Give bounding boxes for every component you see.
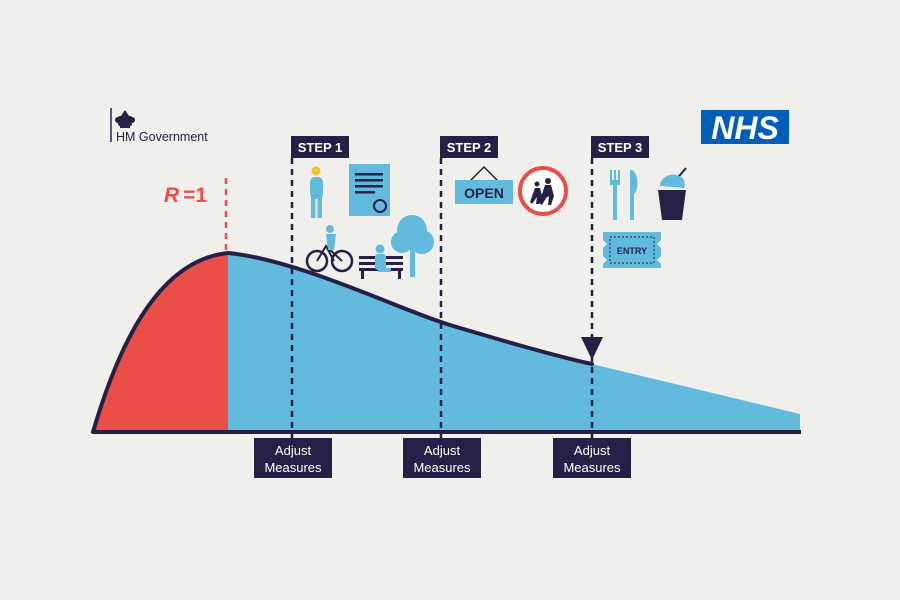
adjust-measures-2: Adjust Measures bbox=[403, 438, 481, 478]
svg-text:Measures: Measures bbox=[264, 460, 322, 475]
certificate-icon bbox=[349, 164, 390, 216]
r-symbol: =1 bbox=[183, 184, 207, 207]
open-sign-text: OPEN bbox=[464, 185, 504, 201]
svg-text:Adjust: Adjust bbox=[424, 443, 461, 458]
svg-text:Adjust: Adjust bbox=[574, 443, 611, 458]
svg-text:Measures: Measures bbox=[563, 460, 621, 475]
curve-area-blue bbox=[228, 253, 800, 432]
nhs-text: NHS bbox=[711, 110, 779, 146]
step-1-label-box: STEP 1 bbox=[291, 136, 349, 158]
adjust-measures-1: Adjust Measures bbox=[254, 438, 332, 478]
drink-cup-icon bbox=[658, 167, 687, 220]
step-2-label-box: STEP 2 bbox=[440, 136, 498, 158]
adjust-measures-3: Adjust Measures bbox=[553, 438, 631, 478]
nhs-logo: NHS bbox=[701, 110, 789, 146]
hm-government-logo: HM Government bbox=[110, 108, 208, 144]
r-equals-one-label: R=1 bbox=[164, 184, 207, 207]
step-3-label: STEP 3 bbox=[598, 140, 643, 155]
royal-crest-icon bbox=[115, 110, 135, 128]
school-children-sign-icon bbox=[518, 166, 568, 216]
fork-knife-icon bbox=[610, 170, 638, 220]
step-1-label: STEP 1 bbox=[298, 140, 343, 155]
person-icon bbox=[310, 166, 323, 218]
entry-ticket-icon: ENTRY bbox=[603, 232, 661, 268]
entry-ticket-text: ENTRY bbox=[617, 246, 647, 256]
svg-text:Measures: Measures bbox=[413, 460, 471, 475]
curve-area-red bbox=[93, 253, 228, 432]
step-3-label-box: STEP 3 bbox=[591, 136, 649, 158]
svg-text:Adjust: Adjust bbox=[275, 443, 312, 458]
step-3-arrowhead bbox=[581, 337, 603, 360]
hm-government-text: HM Government bbox=[116, 130, 208, 144]
curve-outline bbox=[91, 250, 594, 434]
open-sign-icon: OPEN bbox=[455, 165, 513, 204]
step-2-label: STEP 2 bbox=[447, 140, 492, 155]
park-bench-icon bbox=[359, 244, 403, 279]
cyclist-icon bbox=[305, 225, 354, 273]
r-label: R bbox=[164, 184, 180, 207]
tree-icon bbox=[391, 215, 434, 277]
